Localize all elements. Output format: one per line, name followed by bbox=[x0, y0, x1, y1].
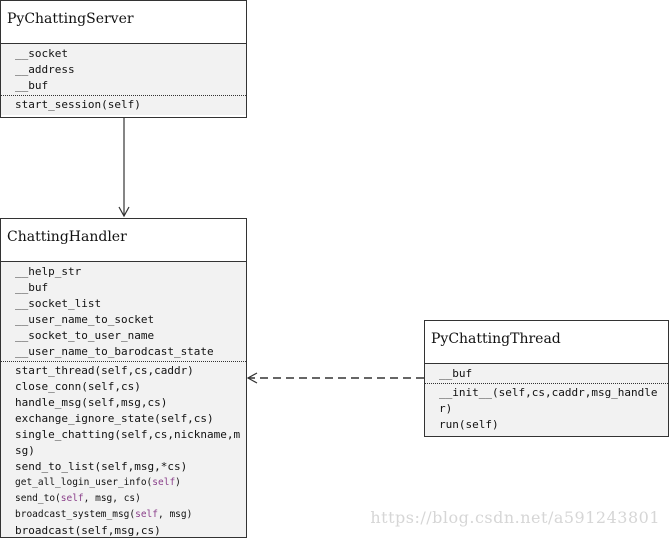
keyword-self: self bbox=[135, 509, 158, 520]
method: run(self) bbox=[439, 418, 499, 431]
method-text: send_to( bbox=[15, 493, 61, 504]
class-body: __help_str __buf __socket_list __user_na… bbox=[1, 262, 246, 537]
keyword-self: self bbox=[60, 493, 84, 504]
class-title: ChattingHandler bbox=[1, 219, 246, 262]
attribute: __address bbox=[15, 63, 75, 76]
keyword-self: self bbox=[152, 477, 176, 488]
method-text: ) bbox=[175, 477, 181, 488]
attribute: __socket_list bbox=[15, 297, 102, 310]
class-title: PyChattingServer bbox=[1, 1, 246, 44]
method: single_chatting(self,cs,nickname,msg) bbox=[15, 428, 241, 457]
section-divider bbox=[1, 361, 246, 362]
method: broadcast_system_msg(self, msg) bbox=[15, 507, 246, 523]
method: send_to_list(self,msg,*cs) bbox=[15, 460, 188, 473]
method: exchange_ignore_state(self,cs) bbox=[15, 412, 214, 425]
attribute: __help_str bbox=[15, 265, 82, 278]
method: get_all_login_user_info(self) bbox=[15, 475, 246, 491]
method-text: , msg) bbox=[158, 509, 193, 520]
method: send_to(self, msg, cs) bbox=[15, 491, 246, 507]
attribute: __user_name_to_barodcast_state bbox=[15, 345, 214, 358]
class-pychattingserver[interactable]: PyChattingServer __socket __address __bu… bbox=[0, 0, 247, 118]
attribute: __buf bbox=[439, 367, 473, 380]
method-text: broadcast_system_msg( bbox=[15, 509, 136, 520]
method: handle_msg(self,msg,cs) bbox=[15, 396, 168, 409]
attribute: __socket bbox=[15, 47, 68, 60]
class-body: __socket __address __buf start_session(s… bbox=[1, 44, 246, 115]
watermark-url: https://blog.csdn.net/a591243801 bbox=[370, 508, 660, 527]
method: close_conn(self,cs) bbox=[15, 380, 141, 393]
method: start_thread(self,cs,caddr) bbox=[15, 364, 194, 377]
attribute: __user_name_to_socket bbox=[15, 313, 155, 326]
method-text: , msg, cs) bbox=[83, 493, 141, 504]
attribute: __buf bbox=[15, 79, 49, 92]
section-divider bbox=[1, 95, 246, 96]
method: broadcast(self,msg,cs) bbox=[15, 524, 161, 537]
class-title: PyChattingThread bbox=[425, 321, 668, 364]
attribute: __socket_to_user_name bbox=[15, 329, 155, 342]
class-pychattingthread[interactable]: PyChattingThread __buf __init__(self,cs,… bbox=[424, 320, 669, 437]
class-chattinghandler[interactable]: ChattingHandler __help_str __buf __socke… bbox=[0, 218, 247, 538]
section-divider bbox=[425, 383, 668, 384]
method: start_session(self) bbox=[15, 98, 141, 111]
method: __init__(self,cs,caddr,msg_handler) bbox=[439, 386, 658, 415]
method-text: get_all_login_user_info( bbox=[15, 477, 153, 488]
class-body: __buf __init__(self,cs,caddr,msg_handler… bbox=[425, 364, 668, 436]
attribute: __buf bbox=[15, 281, 49, 294]
